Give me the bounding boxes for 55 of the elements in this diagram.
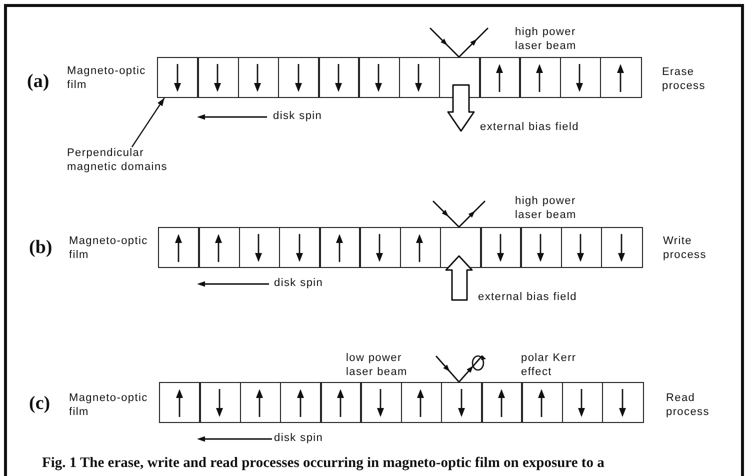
magnetic-domain [199, 382, 241, 423]
magnetic-domain [240, 382, 282, 423]
magnetic-domain [238, 57, 280, 98]
magnetic-domain [400, 227, 442, 268]
beam-label: high power laser beam [515, 195, 578, 222]
field-label: external bias field [480, 121, 579, 134]
figure-caption: Fig. 1 The erase, write and read processes occurring in magneto-optic film on exposure to a [42, 455, 604, 472]
process-label: Erase process [662, 66, 706, 93]
magnetic-domain [600, 227, 642, 268]
spin-label: disk spin [273, 110, 322, 124]
magnetic-domain [358, 57, 400, 98]
magnetic-domain [400, 382, 442, 423]
magnetic-domain [479, 57, 521, 98]
magnetic-domain [359, 227, 401, 268]
magnetic-domain [158, 227, 200, 268]
leader-line [131, 98, 165, 148]
magnetic-domain [159, 382, 201, 423]
magnetic-domain [440, 382, 482, 423]
magnetic-domain [197, 57, 239, 98]
film-label: Magneto-optic film [67, 65, 147, 92]
magnetic-domain [560, 227, 602, 268]
spin-label: disk spin [274, 432, 324, 446]
magnetic-domain [519, 57, 561, 98]
magnetic-domain [278, 227, 320, 268]
magnetic-domain [600, 57, 642, 98]
magnetic-domain [319, 227, 361, 268]
process-label: Write process [663, 235, 708, 262]
film-label: Magneto-optic film [69, 235, 149, 262]
callout-label: Perpendicular magnetic domains [67, 147, 179, 174]
magnetic-domain [520, 227, 562, 268]
magnetic-domain [481, 382, 523, 423]
film-label: Magneto-optic film [69, 392, 149, 419]
magnetic-domain [278, 57, 320, 98]
magnetic-domain [280, 382, 322, 423]
magnetic-domain [480, 227, 522, 268]
panel-label: (c) [29, 394, 50, 414]
magnetic-domain [198, 227, 240, 268]
beam-label: low power laser beam [346, 352, 408, 379]
effect-label: polar Kerr effect [521, 352, 578, 379]
magnetic-domain [320, 382, 362, 423]
magnetic-domain [157, 57, 199, 98]
magnetic-domain [560, 57, 602, 98]
panel-label: (b) [29, 238, 52, 258]
magnetic-domain [398, 57, 440, 98]
panel-label: (a) [27, 72, 50, 92]
process-label: Read process [666, 392, 710, 419]
magnetic-domain [318, 57, 360, 98]
magnetic-domain [562, 382, 604, 423]
magnetic-domain [602, 382, 644, 423]
field-label: external bias field [478, 291, 577, 304]
magnetic-domain [360, 382, 402, 423]
magnetic-domain [521, 382, 563, 423]
beam-label: high power laser beam [515, 26, 578, 53]
spin-label: disk spin [274, 277, 324, 290]
magnetic-domain [238, 227, 280, 268]
